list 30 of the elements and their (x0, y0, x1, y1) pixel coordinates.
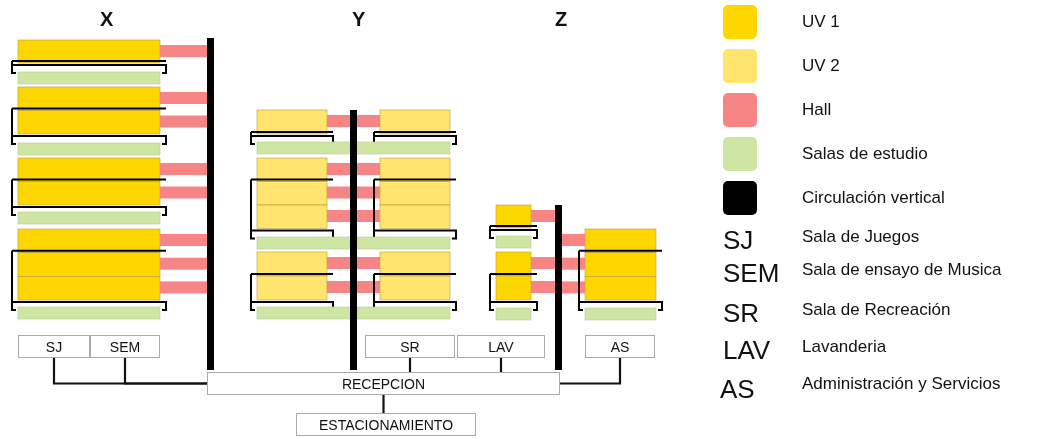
room-box: RECEPCION (207, 372, 560, 395)
legend-text: Salas de estudio (802, 144, 928, 164)
room-box: SR (365, 335, 455, 358)
connector-line (499, 358, 503, 372)
connector-line (408, 358, 412, 372)
legend-text: Circulación vertical (802, 188, 945, 208)
connector-line (560, 358, 622, 385)
abbreviation: SEM (723, 258, 780, 289)
abbreviation: LAV (723, 335, 771, 366)
room-box: AS (585, 335, 655, 358)
abbreviation-meaning: Sala de Recreación (802, 300, 951, 320)
room-box: SJ (18, 335, 90, 358)
legend-text: UV 1 (802, 12, 840, 32)
abbreviation: SR (723, 298, 760, 329)
room-box: SEM (90, 335, 160, 358)
abbreviation-meaning: Sala de Juegos (802, 227, 920, 247)
legend-text: Hall (802, 100, 832, 120)
abbreviation: SJ (723, 225, 754, 256)
column-heading: X (100, 8, 114, 31)
column-heading: Y (352, 8, 366, 31)
abbreviation-meaning: Sala de ensayo de Musica (802, 260, 1002, 280)
connector-line (123, 358, 207, 385)
connector-line (382, 395, 385, 413)
abbreviation-meaning: Administración y Servicios (802, 374, 1001, 394)
room-box: LAV (457, 335, 545, 358)
abbreviation: AS (720, 374, 755, 405)
abbreviation-meaning: Lavanderia (802, 337, 887, 357)
legend-text: UV 2 (802, 56, 840, 76)
room-box: ESTACIONAMIENTO (296, 413, 476, 436)
column-heading: Z (555, 8, 568, 31)
